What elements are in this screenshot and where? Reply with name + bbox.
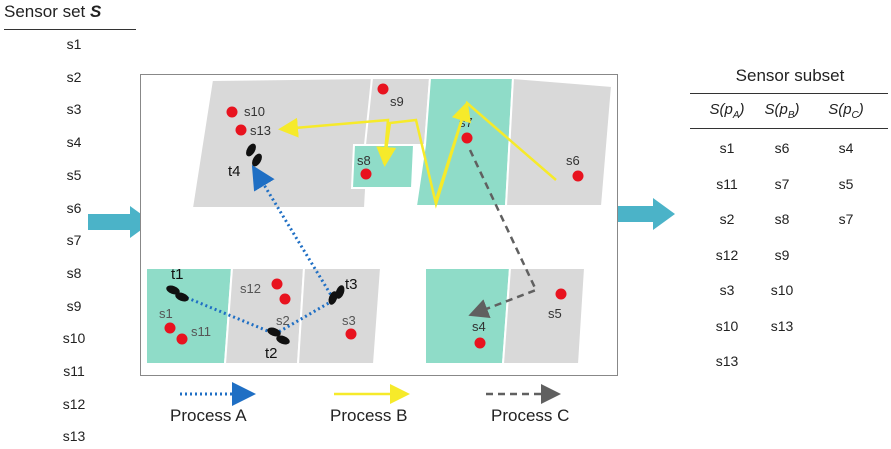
room-upper-left [190,76,374,209]
sensor-set-item: s13 [62,428,86,445]
time-label-t4: t4 [228,163,241,180]
subset-cell: s1 [719,140,735,156]
subset-column-header-suffix: ) [739,101,745,118]
subset-cell: s13 [770,317,794,334]
subset-cell: s2 [719,211,735,227]
sensor-subset-top-rule [690,93,888,94]
subset-column-header: S(pB) [747,101,817,121]
sensor-dot-s3 [345,328,357,340]
subset-column-header-prefix: S(p [828,101,852,118]
subset-column-header-subscript: A [732,110,740,121]
room-s5 [501,267,587,365]
sensor-label-s1: s1 [159,306,173,321]
room-s3 [296,267,383,365]
process-c-path [468,149,538,319]
subset-cell: s9 [774,246,790,263]
sensor-dot-s8 [360,168,372,180]
sensor-dot-s5 [555,288,567,300]
sensor-set-item: s10 [62,330,86,347]
sensor-set-item: s11 [63,363,85,379]
sensor-subset-header-rule [690,128,888,129]
sensor-dot-s9 [377,83,389,95]
subset-cell: s11 [716,175,738,192]
sensor-set-symbol: S [90,2,102,21]
sensor-set-item: s4 [66,134,82,151]
sensor-set-item: s2 [66,68,82,85]
sensor-set-item: s12 [62,395,86,412]
sensor-dot-s7 [461,132,473,144]
sensor-dot-s12a [271,278,283,290]
sensor-label-s12: s12 [240,281,261,296]
input-arrow-shape [88,206,152,238]
sensor-label-s8: s8 [357,153,371,168]
legend-process-c: Process C [491,406,570,425]
subset-cell: s7 [774,175,790,192]
sensor-label-s3: s3 [342,313,356,328]
sensor-label-s10: s10 [244,104,265,119]
time-label-t2: t2 [265,345,278,362]
subset-cell: s6 [774,140,790,156]
subset-column-header-prefix: S(p [709,101,733,118]
subset-cell: s10 [715,317,739,334]
sensor-set-item: s7 [66,232,82,249]
sensor-dot-s12b [279,293,291,305]
output-arrow-icon [611,198,675,230]
subset-column-header-prefix: S(p [764,101,788,118]
sensor-label-s6: s6 [566,153,580,168]
subset-cell: s10 [770,282,794,298]
time-label-t1: t1 [171,266,184,283]
subset-column-header: S(pC) [811,101,881,121]
sensor-dot-s10 [226,106,238,118]
sensor-dot-s4 [474,337,486,349]
sensor-label-s11: s11 [191,324,211,339]
sensor-label-s4: s4 [472,319,486,334]
output-arrow-shape [611,198,675,230]
sensor-set-title: Sensor set S [4,2,101,22]
subset-cell: s3 [719,282,735,298]
sensor-set-divider [4,29,136,30]
input-arrow-icon [88,206,152,238]
subset-column-header-subscript: B [787,110,795,121]
subset-cell: s12 [715,246,739,263]
room-s6 [504,76,614,207]
process-b-arrow-1 [434,101,471,201]
sensor-dot-s13 [235,124,247,136]
sensor-subset-title: Sensor subset [735,66,845,85]
sensor-set-item: s5 [66,166,82,183]
room-s4 [424,267,512,365]
subset-cell: s8 [774,211,790,227]
sensor-set-item: s1 [66,36,82,52]
sensor-label-s2: s2 [276,313,290,328]
subset-column-header-suffix: ) [794,101,800,118]
process-a-path [172,164,337,336]
sensor-dot-s11 [176,333,188,345]
subset-column-header-subscript: C [851,110,859,121]
legend-process-a: Process A [170,406,247,425]
subset-cell: s7 [838,211,854,227]
footprint-t4-icon [246,143,262,167]
sensor-set-item: s3 [66,101,82,118]
sensor-dot-s6 [572,170,584,182]
time-label-t3: t3 [345,276,358,293]
footprint-t2-icon [267,327,290,345]
sensor-set-title-text: Sensor set [4,2,90,21]
process-b-arrow-2 [376,124,397,167]
subset-cell: s4 [838,140,854,156]
footprint-t1-icon [166,285,189,302]
sensor-dot-s1 [164,322,176,334]
footprint-t3-icon [328,285,345,305]
sensor-set-item: s6 [66,199,82,216]
legend-process-b: Process B [330,406,408,425]
subset-column-header-suffix: ) [858,101,864,118]
sensor-label-s13: s13 [250,123,271,138]
sensor-label-s9: s9 [390,94,404,109]
sensor-set-item: s8 [66,264,82,281]
subset-column-header: S(pA) [692,101,762,121]
subset-cell: s13 [715,353,739,369]
subset-cell: s5 [838,175,854,192]
sensor-label-s5: s5 [548,306,562,321]
sensor-set-item: s9 [66,297,82,314]
